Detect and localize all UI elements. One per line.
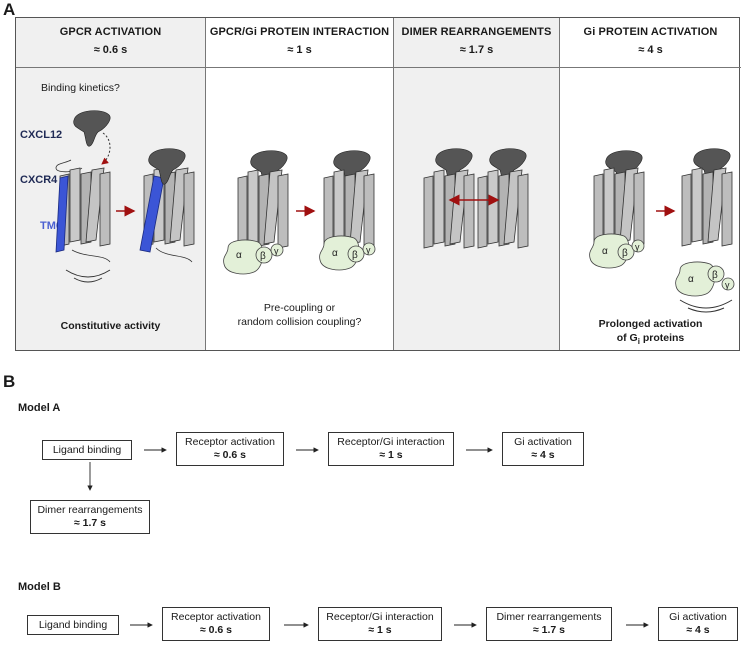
panel-a-grid: GPCR ACTIVATION ≈ 0.6 s Binding kinetics… — [15, 17, 741, 351]
model-b-receptor-activation-box: Receptor activation ≈ 0.6 s — [162, 607, 270, 641]
gamma-label: γ — [366, 245, 371, 255]
cxcr4-label: CXCR4 — [20, 174, 58, 186]
receptor-protomer-icon — [477, 169, 529, 249]
receptor-protomer-icon — [423, 169, 475, 249]
column-time: ≈ 4 s — [638, 44, 663, 56]
column-gpcr-gi-interaction: GPCR/Gi PROTEIN INTERACTION ≈ 1 s Pre-co… — [206, 18, 394, 350]
g-protein-gamma-icon — [362, 242, 376, 256]
prolonged-activation-caption-line2: of Gi proteins — [616, 332, 685, 347]
column-title: Gi PROTEIN ACTIVATION — [583, 26, 718, 38]
binding-kinetics-label: Binding kinetics? — [41, 82, 120, 94]
column-title: DIMER REARRANGEMENTS — [401, 26, 552, 38]
column-gi-protein-activation: Gi PROTEIN ACTIVATION ≈ 4 s Prolonged ac… — [560, 18, 741, 350]
model-a-ligand-binding-box: Ligand binding — [42, 440, 132, 460]
gamma-label: γ — [635, 242, 640, 252]
model-b-dimer-rearrangements-box: Dimer rearrangements ≈ 1.7 s — [486, 607, 612, 641]
model-b-ligand-binding-box: Ligand binding — [27, 615, 119, 635]
panel-a-letter: A — [3, 0, 16, 19]
box-label: Dimer rearrangements — [496, 611, 602, 623]
alpha-label: α — [688, 274, 694, 285]
beta-label: β — [260, 251, 266, 262]
column-header: GPCR ACTIVATION ≈ 0.6 s — [16, 18, 205, 68]
box-time: ≈ 4 s — [531, 449, 555, 461]
column-header: DIMER REARRANGEMENTS ≈ 1.7 s — [394, 18, 559, 68]
column-title: GPCR ACTIVATION — [59, 26, 162, 38]
box-time: ≈ 1 s — [368, 624, 392, 636]
tm6-helix-icon — [55, 175, 69, 253]
box-time: ≈ 1.7 s — [532, 624, 566, 636]
box-time: ≈ 4 s — [686, 624, 710, 636]
c-terminus-line — [71, 249, 111, 263]
signal-waves-icon — [679, 299, 733, 313]
receptor-icon — [237, 169, 289, 249]
pre-coupling-caption-line1: Pre-coupling or — [263, 302, 336, 314]
g-protein-gamma-icon — [721, 277, 735, 291]
binding-arrow-icon — [101, 132, 111, 165]
model-a-title: Model A — [18, 402, 61, 414]
tm6-label: TM6 — [40, 220, 62, 232]
column-header: GPCR/Gi PROTEIN INTERACTION ≈ 1 s — [206, 18, 393, 68]
alpha-label: α — [332, 248, 338, 259]
g-protein-gamma-icon — [631, 239, 645, 253]
column-dimer-rearrangements: DIMER REARRANGEMENTS ≈ 1.7 s — [394, 18, 560, 350]
g-protein-alpha-released-icon — [675, 261, 716, 297]
column-time: ≈ 0.6 s — [93, 44, 128, 56]
model-a-gi-activation-box: Gi activation ≈ 4 s — [502, 432, 584, 466]
column-time: ≈ 1 s — [287, 44, 312, 56]
box-time: ≈ 0.6 s — [213, 449, 247, 461]
g-protein-beta-icon — [255, 246, 273, 264]
box-time: ≈ 0.6 s — [199, 624, 233, 636]
g-protein-beta-icon — [347, 245, 365, 263]
model-a-receptor-gi-interaction-box: Receptor/Gi interaction ≈ 1 s — [328, 432, 454, 466]
alpha-label: α — [602, 246, 608, 257]
column-time: ≈ 1.7 s — [459, 44, 494, 56]
model-b-gi-activation-box: Gi activation ≈ 4 s — [658, 607, 738, 641]
box-label: Receptor activation — [171, 611, 261, 623]
model-b-receptor-gi-interaction-box: Receptor/Gi interaction ≈ 1 s — [318, 607, 442, 641]
receptor-icon — [681, 167, 733, 247]
box-label: Ligand binding — [38, 619, 108, 631]
pre-coupling-caption-line2: random collision coupling? — [237, 316, 362, 328]
box-label: Receptor activation — [185, 436, 275, 448]
model-b-title: Model B — [18, 581, 61, 593]
box-time: ≈ 1 s — [379, 449, 403, 461]
g-protein-beta-icon — [617, 243, 635, 261]
box-label: Gi activation — [514, 436, 572, 448]
constitutive-activity-caption: Constitutive activity — [60, 320, 161, 332]
model-a-receptor-activation-box: Receptor activation ≈ 0.6 s — [176, 432, 284, 466]
gamma-label: γ — [725, 280, 730, 290]
panel-b-letter: B — [3, 372, 16, 391]
column-title: GPCR/Gi PROTEIN INTERACTION — [209, 26, 390, 38]
box-label: Ligand binding — [52, 444, 122, 456]
panel-a-illustrations: α β γ α β γ α β γ α β — [55, 110, 735, 313]
g-protein-beta-icon — [707, 265, 725, 283]
ligand-cxcl12-icon — [73, 110, 111, 147]
beta-label: β — [712, 270, 718, 281]
alpha-label: α — [236, 250, 242, 261]
box-label: Dimer rearrangements — [37, 504, 143, 516]
prolonged-activation-caption-line1: Prolonged activation — [598, 318, 703, 330]
cxcl12-label: CXCL12 — [20, 129, 63, 141]
box-label: Gi activation — [669, 611, 727, 623]
model-a-dimer-rearrangements-box: Dimer rearrangements ≈ 1.7 s — [30, 500, 150, 534]
signal-waves-icon — [65, 269, 111, 283]
box-time: ≈ 1.7 s — [73, 517, 107, 529]
column-header: Gi PROTEIN ACTIVATION ≈ 4 s — [560, 18, 741, 68]
panel-b-arrows — [87, 447, 649, 628]
gamma-label: γ — [274, 246, 279, 256]
box-label: Receptor/Gi interaction — [326, 611, 434, 623]
g-protein-gamma-icon — [270, 243, 284, 257]
beta-label: β — [622, 248, 628, 259]
receptor-inactive-icon — [55, 167, 111, 253]
box-label: Receptor/Gi interaction — [337, 436, 445, 448]
beta-label: β — [352, 250, 358, 261]
